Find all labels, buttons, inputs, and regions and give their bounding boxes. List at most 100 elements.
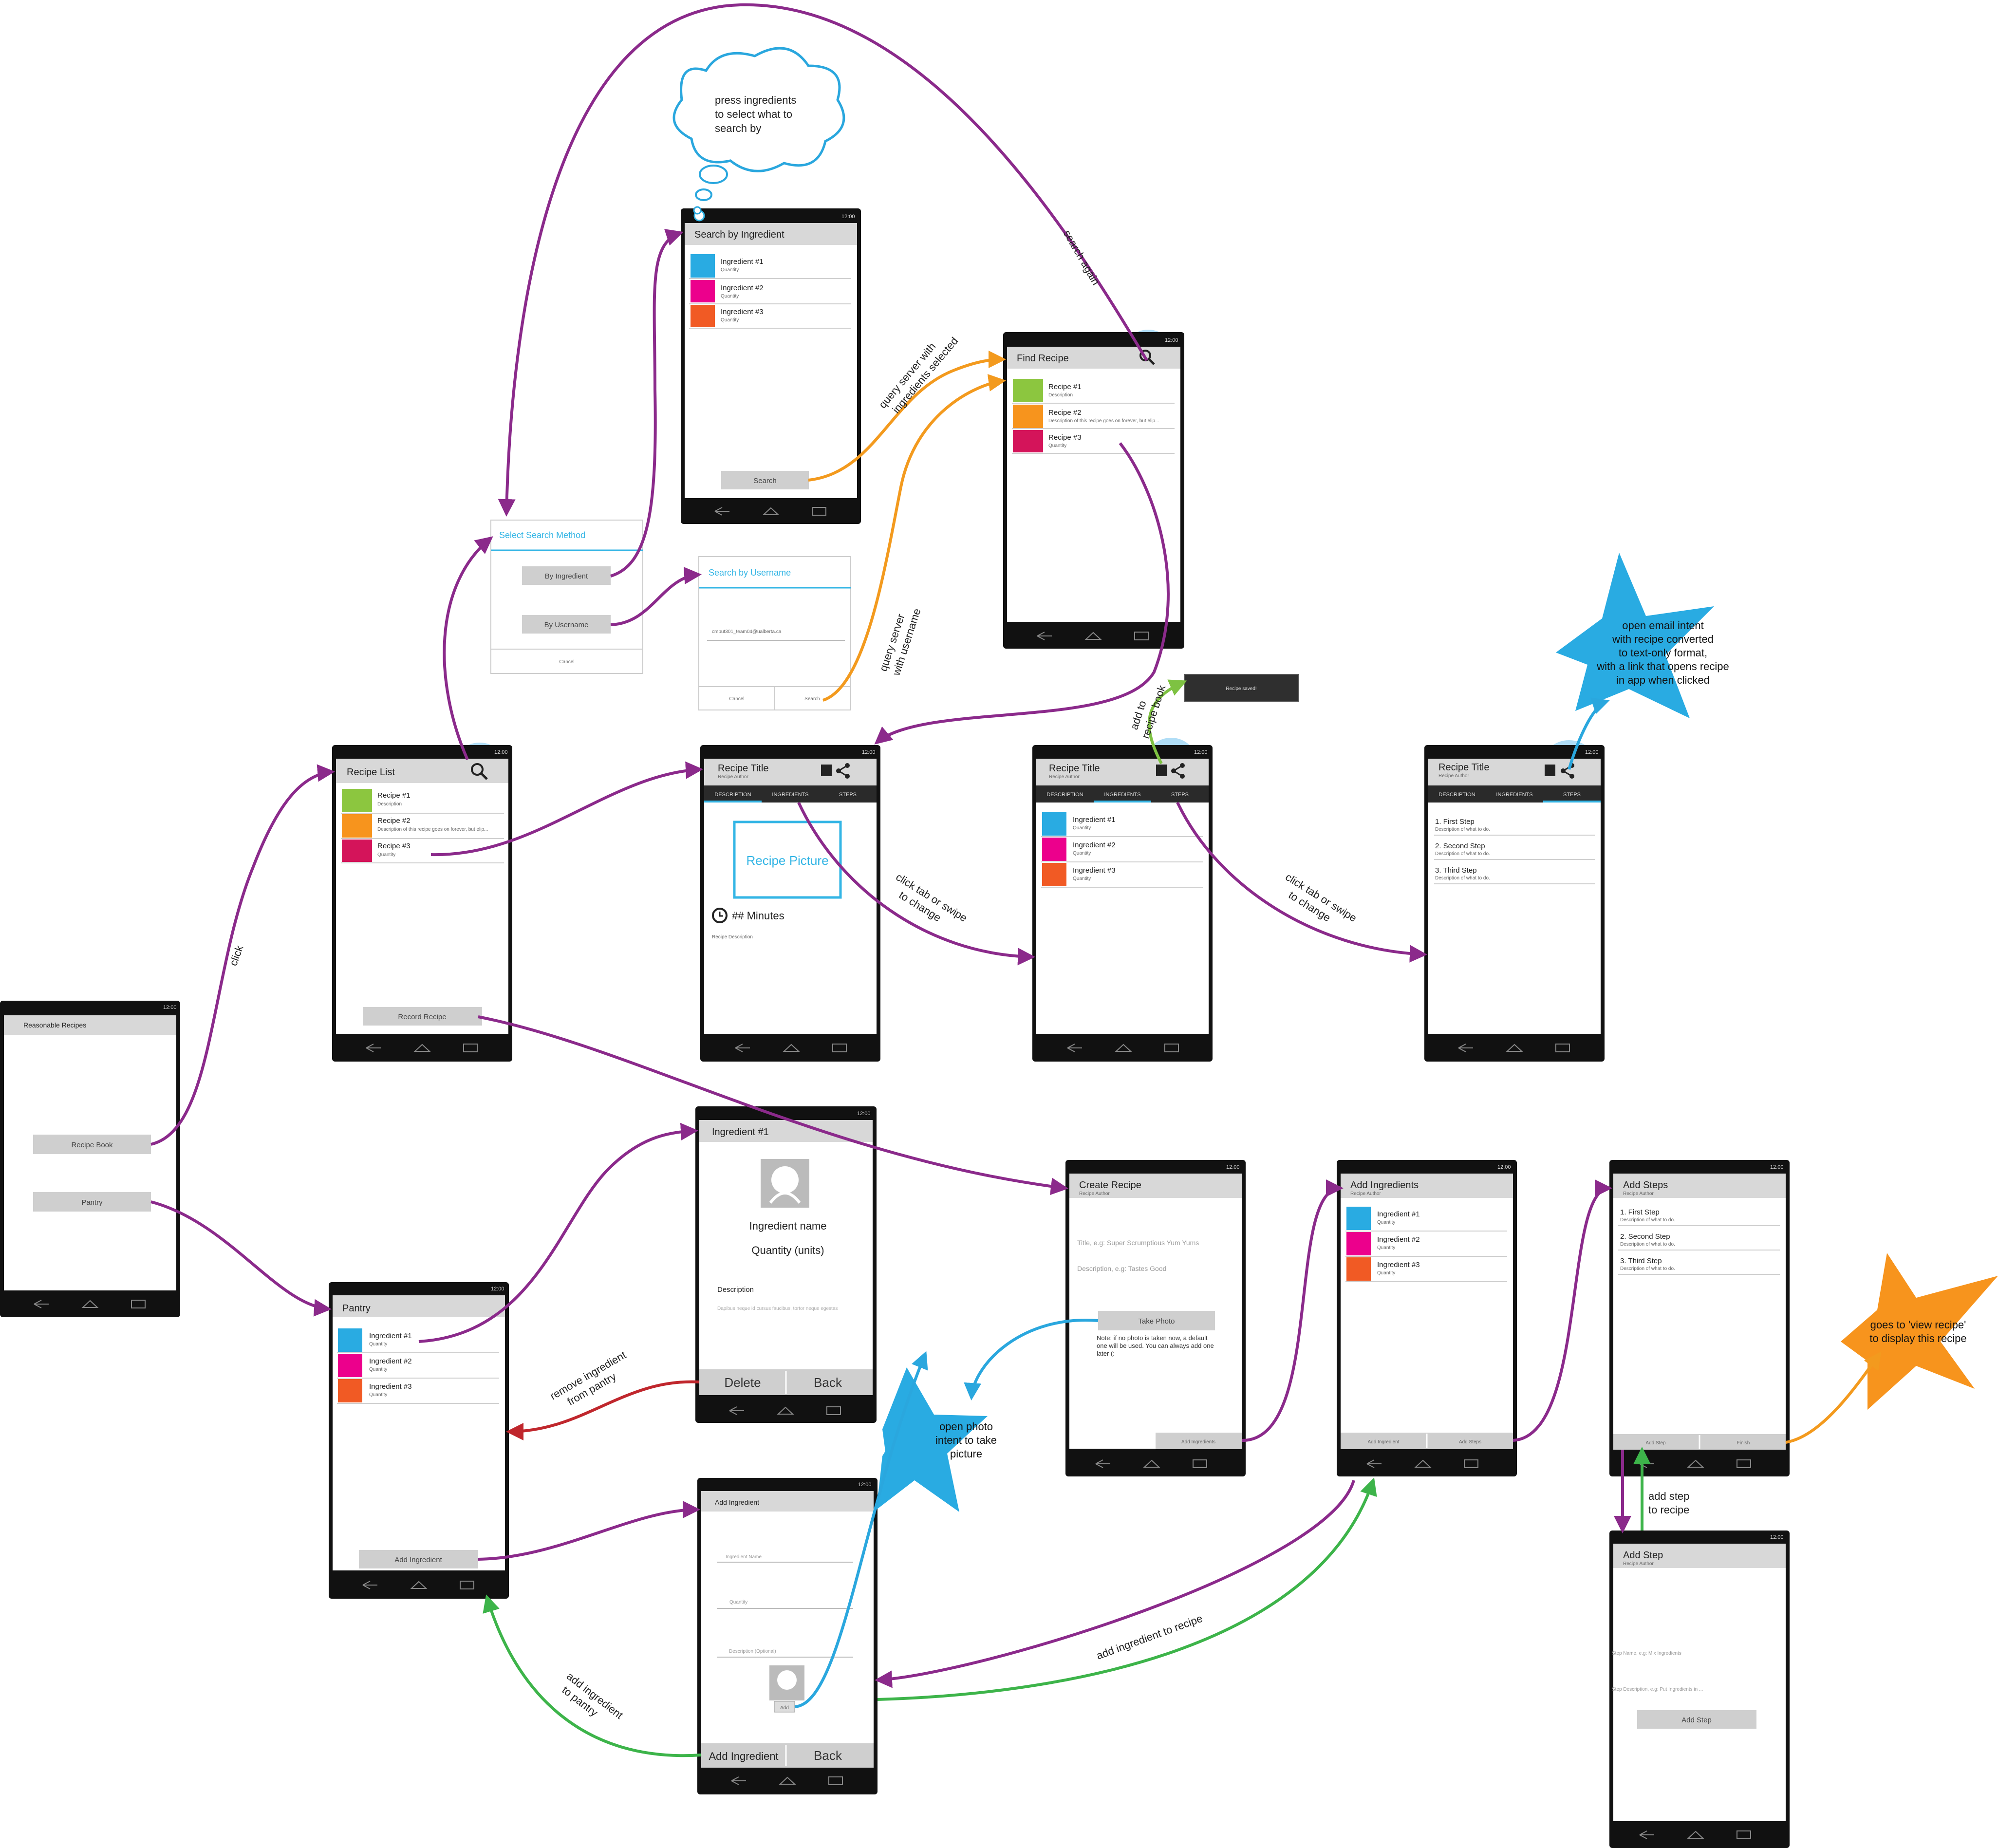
add-photo-button[interactable]: Add <box>780 1705 789 1711</box>
description-input[interactable]: Description (Optional) <box>729 1649 776 1654</box>
tab-steps[interactable]: STEPS <box>839 792 857 798</box>
record-recipe-button[interactable] <box>363 1007 482 1026</box>
back-button[interactable]: Back <box>814 1375 842 1390</box>
recents-nav-icon[interactable] <box>1737 1830 1751 1839</box>
recipe-book-button[interactable] <box>33 1135 151 1154</box>
save-icon[interactable] <box>1156 765 1167 776</box>
tab-steps[interactable]: STEPS <box>1563 792 1581 798</box>
back-button[interactable]: Back <box>814 1748 842 1763</box>
home-nav-icon[interactable] <box>1084 632 1102 640</box>
back-nav-icon[interactable] <box>1037 632 1052 640</box>
quantity-input[interactable]: Quantity <box>729 1600 747 1605</box>
home-nav-icon[interactable] <box>1414 1459 1432 1468</box>
add-ingredient-button[interactable]: Add Ingredient <box>1367 1439 1399 1445</box>
home-nav-icon[interactable] <box>779 1776 796 1785</box>
add-ingredient-button[interactable] <box>359 1550 478 1568</box>
list-item[interactable]: Ingredient #2 Quantity <box>1345 1232 1507 1257</box>
title-input[interactable]: Title, e.g: Super Scrumptious Yum Yums <box>1077 1239 1199 1247</box>
tab-ingredients[interactable]: INGREDIENTS <box>1496 792 1532 798</box>
list-item[interactable]: Ingredient #3 Quantity <box>337 1379 499 1404</box>
back-nav-icon[interactable] <box>714 507 729 516</box>
home-nav-icon[interactable] <box>762 507 780 515</box>
back-nav-icon[interactable] <box>34 1300 49 1308</box>
share-icon[interactable] <box>836 763 850 779</box>
list-item[interactable]: Recipe #2 Description of this recipe goe… <box>341 814 504 839</box>
list-item[interactable]: 1. First Step Description of what to do. <box>1618 1208 1780 1226</box>
home-nav-icon[interactable] <box>783 1044 800 1052</box>
list-item[interactable]: 2. Second Step Description of what to do… <box>1618 1232 1780 1251</box>
search-icon[interactable] <box>471 763 488 780</box>
step-name-input[interactable]: Step Name, e.g: Mix Ingredients <box>1612 1651 1681 1656</box>
by-username-button[interactable] <box>522 615 611 634</box>
save-icon[interactable] <box>821 765 832 776</box>
recents-nav-icon[interactable] <box>1555 1044 1570 1052</box>
list-item[interactable]: Recipe #3 Quantity <box>1012 430 1175 454</box>
home-nav-icon[interactable] <box>1687 1830 1704 1839</box>
list-item[interactable]: Ingredient #2 Quantity <box>337 1354 499 1379</box>
by-ingredient-button[interactable] <box>522 566 611 585</box>
add-steps-button[interactable]: Add Steps <box>1459 1439 1481 1445</box>
list-item[interactable]: Ingredient #3 Quantity <box>1345 1257 1507 1282</box>
back-nav-icon[interactable] <box>735 1044 750 1052</box>
back-nav-icon[interactable] <box>362 1581 377 1589</box>
recents-nav-icon[interactable] <box>463 1044 478 1052</box>
add-step-button[interactable]: Add Step <box>1645 1440 1666 1446</box>
tab-ingredients[interactable]: INGREDIENTS <box>1104 792 1140 798</box>
home-nav-icon[interactable] <box>777 1406 794 1415</box>
recents-nav-icon[interactable] <box>828 1776 843 1785</box>
add-ingredient-button[interactable]: Add Ingredient <box>709 1750 778 1762</box>
home-nav-icon[interactable] <box>1687 1459 1704 1468</box>
add-ingredients-button[interactable] <box>1156 1433 1242 1449</box>
pantry-button[interactable] <box>33 1192 151 1212</box>
back-nav-icon[interactable] <box>1639 1830 1654 1839</box>
list-item[interactable]: Recipe #1 Description <box>1012 379 1175 404</box>
tab-steps[interactable]: STEPS <box>1171 792 1189 798</box>
recents-nav-icon[interactable] <box>131 1300 146 1308</box>
recents-nav-icon[interactable] <box>826 1406 841 1415</box>
list-item[interactable]: Recipe #2 Description of this recipe goe… <box>1012 405 1175 429</box>
take-photo-button[interactable] <box>1098 1311 1215 1330</box>
list-item[interactable]: Ingredient #1 Quantity <box>689 254 851 279</box>
description-input[interactable]: Description, e.g: Tastes Good <box>1077 1265 1166 1272</box>
tab-description[interactable]: DESCRIPTION <box>1046 792 1083 798</box>
search-button[interactable] <box>721 471 809 489</box>
recents-nav-icon[interactable] <box>1737 1459 1751 1468</box>
tab-ingredients[interactable]: INGREDIENTS <box>772 792 808 798</box>
recents-nav-icon[interactable] <box>1134 632 1149 640</box>
tab-description[interactable]: DESCRIPTION <box>714 792 751 798</box>
save-icon[interactable] <box>1545 765 1555 776</box>
recents-nav-icon[interactable] <box>460 1581 474 1589</box>
share-icon[interactable] <box>1171 763 1185 779</box>
home-nav-icon[interactable] <box>1143 1459 1160 1468</box>
step-description-input[interactable]: Step Description, e.g: Put Ingredients i… <box>1612 1687 1703 1692</box>
back-nav-icon[interactable] <box>1067 1044 1082 1052</box>
recents-nav-icon[interactable] <box>1464 1459 1478 1468</box>
back-nav-icon[interactable] <box>1095 1459 1110 1468</box>
back-nav-icon[interactable] <box>729 1406 744 1415</box>
home-nav-icon[interactable] <box>410 1581 428 1589</box>
back-nav-icon[interactable] <box>366 1044 381 1052</box>
list-item[interactable]: Ingredient #1 Quantity <box>1345 1207 1507 1232</box>
recents-nav-icon[interactable] <box>1164 1044 1179 1052</box>
cancel-button[interactable]: Cancel <box>559 659 574 665</box>
search-button[interactable]: Search <box>804 696 820 702</box>
finish-button[interactable]: Finish <box>1737 1440 1750 1446</box>
recents-nav-icon[interactable] <box>1193 1459 1207 1468</box>
tab-description[interactable]: DESCRIPTION <box>1438 792 1475 798</box>
add-photo-icon[interactable] <box>769 1665 804 1700</box>
ingredient-name-input[interactable]: Ingredient Name <box>726 1554 762 1560</box>
list-item[interactable]: Recipe #1 Description <box>341 789 504 814</box>
back-nav-icon[interactable] <box>731 1776 746 1785</box>
home-nav-icon[interactable] <box>81 1300 99 1308</box>
recents-nav-icon[interactable] <box>832 1044 847 1052</box>
home-nav-icon[interactable] <box>413 1044 431 1052</box>
add-step-button[interactable] <box>1637 1710 1756 1729</box>
list-item[interactable]: Ingredient #1 Quantity <box>337 1328 499 1353</box>
list-item[interactable]: 3. Third Step Description of what to do. <box>1618 1257 1780 1275</box>
home-nav-icon[interactable] <box>1115 1044 1132 1052</box>
username-input[interactable]: cmput301_team04@ualberta.ca <box>712 629 782 635</box>
list-item[interactable]: Ingredient #3 Quantity <box>689 305 851 329</box>
recents-nav-icon[interactable] <box>812 507 826 516</box>
back-nav-icon[interactable] <box>1458 1044 1473 1052</box>
back-nav-icon[interactable] <box>1366 1459 1382 1468</box>
